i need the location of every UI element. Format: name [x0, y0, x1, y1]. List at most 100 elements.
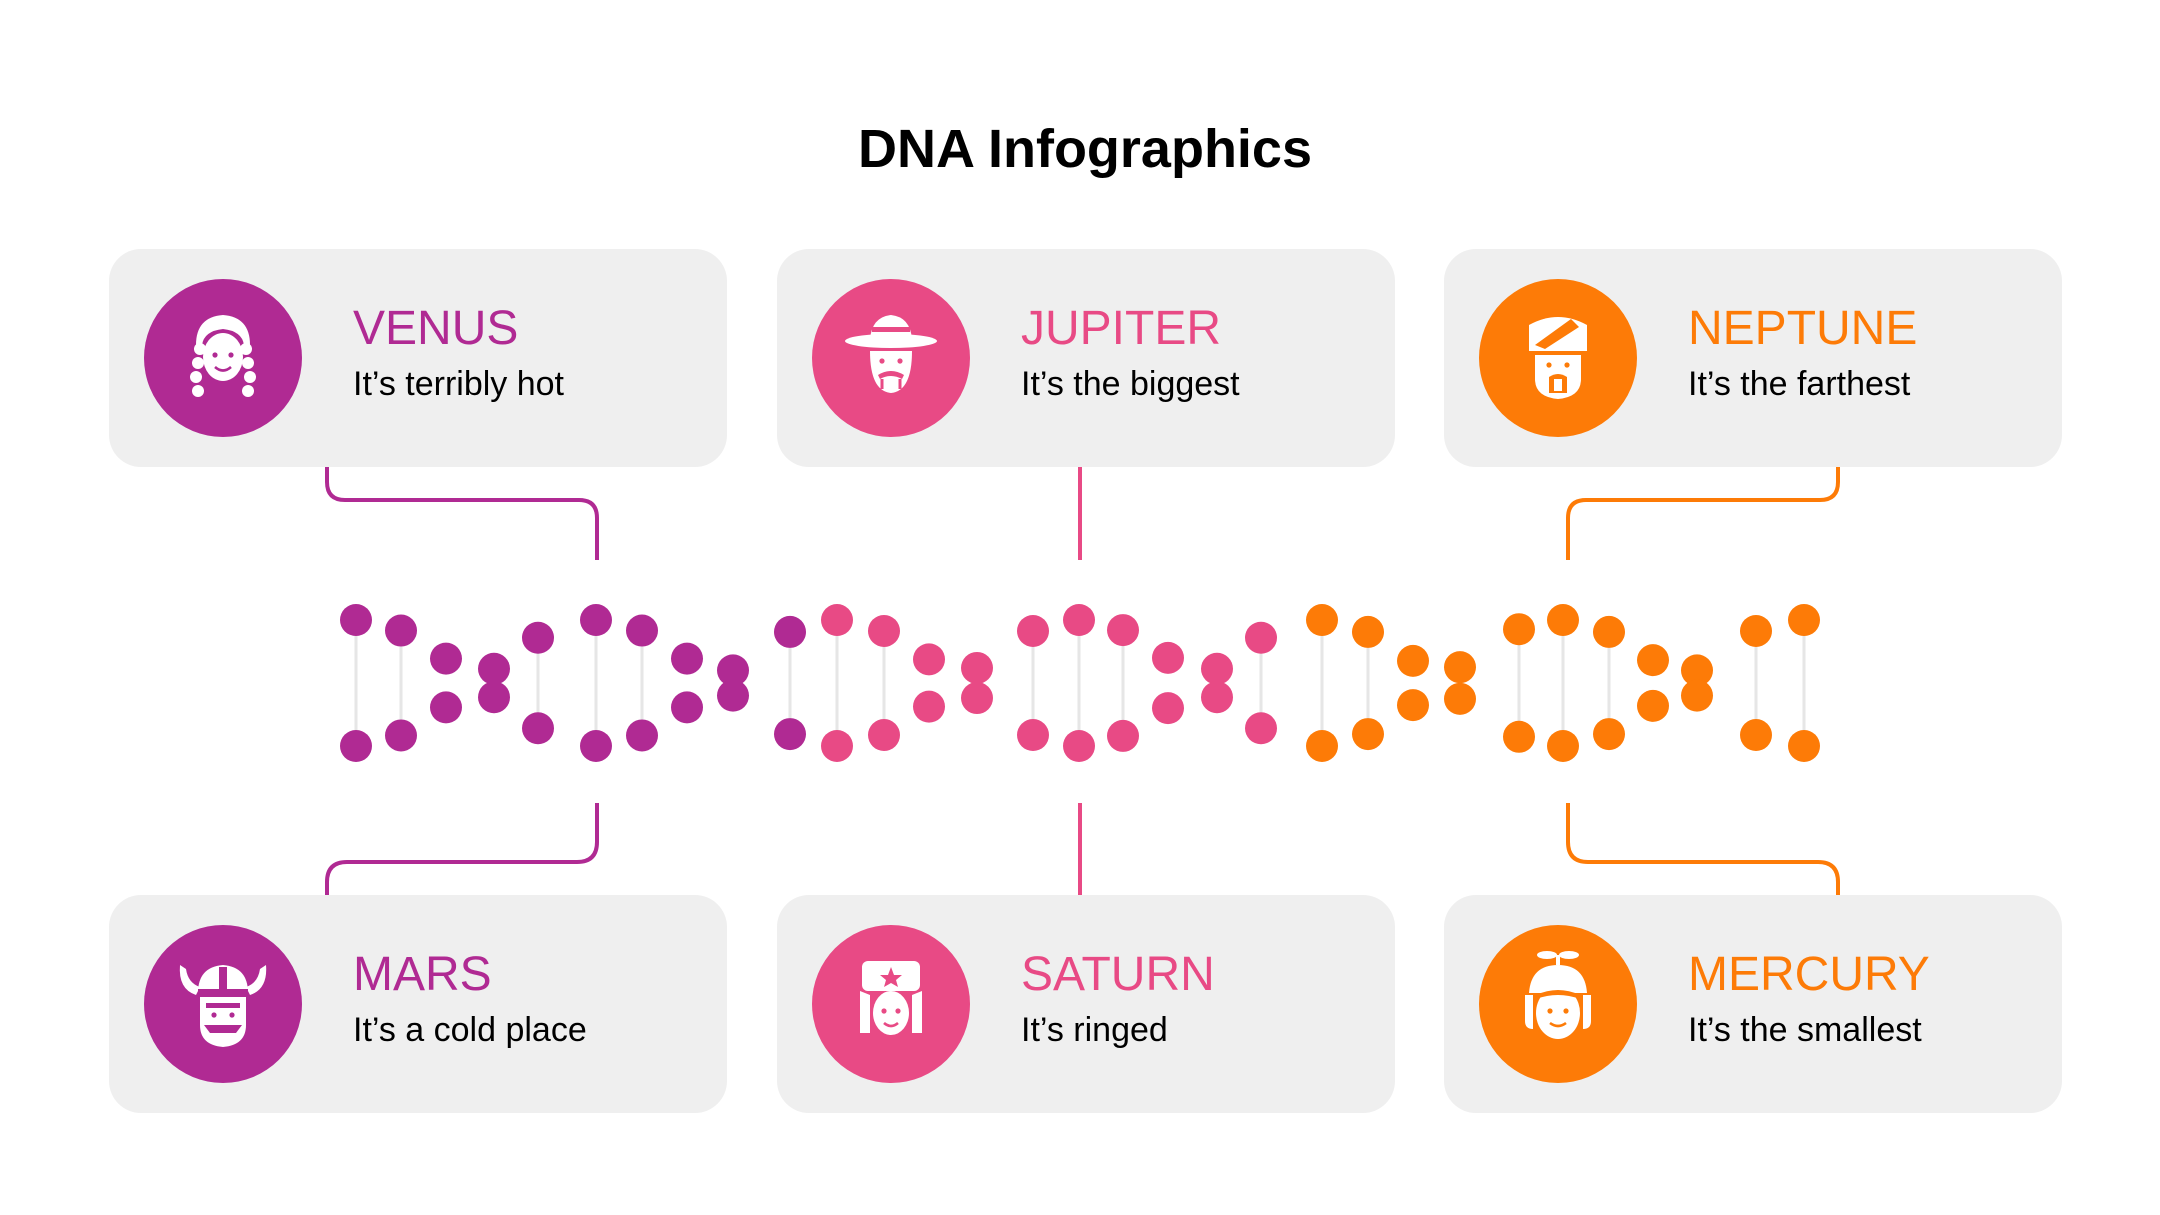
dna-bead — [1444, 682, 1476, 715]
dna-bead — [1740, 719, 1772, 752]
card-jupiter-icon-circle — [812, 279, 970, 437]
card-neptune-title: NEPTUNE — [1688, 302, 1918, 355]
dna-bead — [385, 719, 417, 752]
card-saturn-title: SATURN — [1021, 948, 1215, 1001]
card-mercury-description: It’s the smallest — [1688, 1011, 1922, 1049]
card-jupiter-title: JUPITER — [1021, 302, 1222, 355]
dna-bead — [580, 604, 612, 637]
card-venus: VENUS It’s terribly hot — [109, 249, 727, 467]
card-mars-title: MARS — [353, 948, 492, 1001]
card-saturn: SATURN It’s ringed — [777, 895, 1395, 1113]
dna-bead — [1547, 604, 1579, 637]
dna-bead — [913, 643, 945, 676]
dna-bead — [1201, 681, 1233, 714]
dna-bead — [1397, 644, 1429, 677]
dna-bead — [1740, 614, 1772, 647]
dna-bead — [1681, 679, 1713, 712]
dna-bead — [868, 719, 900, 752]
girl-ushanka-icon — [860, 961, 922, 1035]
card-neptune: NEPTUNE It’s the farthest — [1444, 249, 2062, 467]
dna-bead — [478, 681, 510, 714]
dna-bead — [1152, 692, 1184, 725]
dna-bead — [717, 679, 749, 712]
dna-bead — [1637, 644, 1669, 677]
dna-bead — [1444, 651, 1476, 684]
card-mercury-icon-circle — [1479, 925, 1637, 1083]
dna-bead — [1107, 719, 1139, 752]
dna-bead — [1397, 689, 1429, 722]
dna-bead — [671, 642, 703, 675]
dna-bead — [522, 712, 554, 745]
man-sombrero-icon — [845, 315, 937, 393]
dna-bead — [774, 615, 806, 648]
dna-bead — [961, 651, 993, 684]
viking-icon — [179, 965, 267, 1047]
dna-bead — [1593, 718, 1625, 751]
dna-bead — [1306, 604, 1338, 637]
card-venus-description: It’s terribly hot — [353, 365, 565, 403]
dna-rungs — [354, 620, 1806, 746]
dna-bead — [671, 691, 703, 724]
page-title: DNA Infographics — [857, 119, 1313, 179]
dna-bead — [1637, 689, 1669, 722]
dna-bead — [1681, 654, 1713, 687]
dna-bead — [717, 654, 749, 687]
card-venus-icon-circle — [144, 279, 302, 437]
dna-bead — [1352, 718, 1384, 751]
dna-bead — [1788, 604, 1820, 637]
card-saturn-description: It’s ringed — [1021, 1011, 1168, 1049]
dna-bead — [580, 729, 612, 762]
dna-bead — [1152, 641, 1184, 674]
card-mars: MARS It’s a cold place — [109, 895, 727, 1113]
dna-bead — [774, 718, 806, 751]
dna-bead — [1201, 652, 1233, 685]
card-saturn-icon-circle — [812, 925, 970, 1083]
dna-bead — [1788, 729, 1820, 762]
dna-bead — [340, 730, 372, 762]
dna-bead — [913, 690, 945, 723]
dna-bead — [821, 729, 853, 762]
dna-bead — [1352, 615, 1384, 648]
connector-line — [325, 467, 599, 560]
dna-bead — [1547, 729, 1579, 762]
dna-bead — [1503, 613, 1535, 646]
card-jupiter-description: It’s the biggest — [1021, 365, 1240, 403]
card-neptune-description: It’s the farthest — [1688, 365, 1911, 403]
dna-bead — [1063, 730, 1095, 762]
card-mars-icon-circle — [144, 925, 302, 1083]
dna-bead — [1017, 719, 1049, 752]
dna-bead — [340, 604, 372, 636]
man-turban-icon — [1529, 317, 1587, 399]
card-jupiter: JUPITER It’s the biggest — [777, 249, 1395, 467]
dna-bead — [430, 642, 462, 675]
connector-line — [1566, 803, 1840, 895]
dna-bead — [478, 652, 510, 685]
dna-bead — [1306, 729, 1338, 762]
dna-bead — [430, 691, 462, 724]
dna-bead — [385, 614, 417, 647]
dna-bead — [626, 719, 658, 752]
card-mercury: MERCURY It’s the smallest — [1444, 895, 2062, 1113]
dna-bead — [1245, 712, 1277, 745]
dna-bead — [1107, 614, 1139, 647]
card-venus-title: VENUS — [353, 302, 519, 355]
girl-braids-icon — [190, 315, 256, 397]
dna-bead — [1503, 720, 1535, 753]
card-mars-description: It’s a cold place — [353, 1011, 587, 1049]
dna-bead — [522, 621, 554, 654]
dna-bead — [1593, 615, 1625, 648]
dna-bead — [868, 614, 900, 647]
dna-bead — [1245, 621, 1277, 654]
boy-propeller-cap-icon — [1525, 951, 1591, 1039]
card-mercury-title: MERCURY — [1688, 948, 1930, 1001]
dna-bead — [626, 614, 658, 647]
connector-line — [325, 803, 599, 895]
dna-beads — [340, 604, 1820, 762]
dna-bead — [961, 682, 993, 715]
connector-line — [1566, 467, 1840, 560]
dna-bead — [821, 604, 853, 637]
dna-bead — [1063, 604, 1095, 636]
connectors — [325, 467, 1840, 895]
card-neptune-icon-circle — [1479, 279, 1637, 437]
